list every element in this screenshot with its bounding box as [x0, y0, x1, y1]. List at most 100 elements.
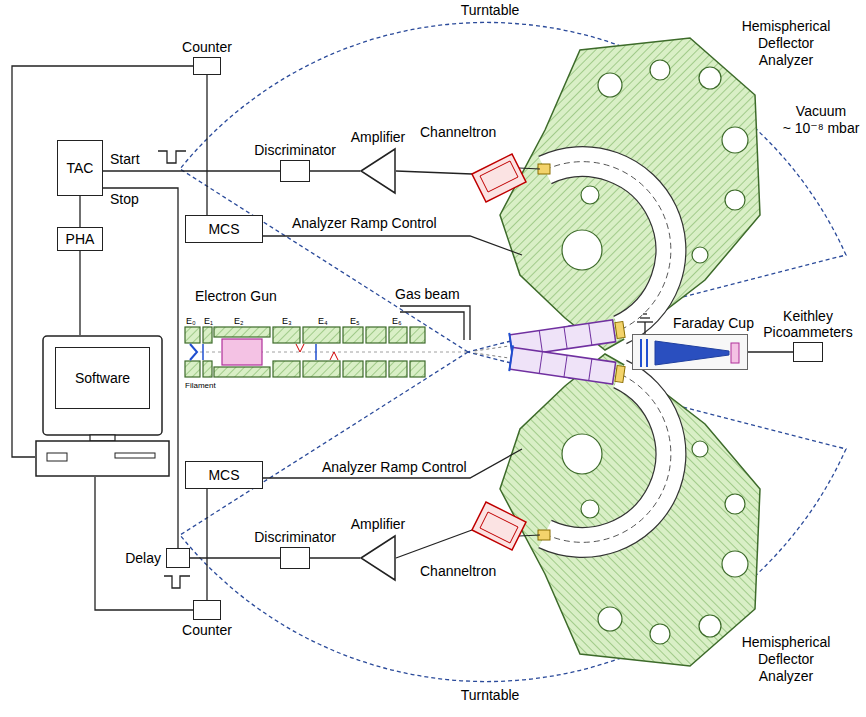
amplifier-triangle: [361, 149, 395, 193]
ramp-control-wire: [263, 236, 522, 255]
pha-box: PHA: [57, 227, 103, 251]
electrode: [185, 361, 200, 377]
signal-wire: [190, 557, 280, 558]
node-label: Software: [75, 370, 130, 386]
signal-wire: [103, 170, 280, 171]
central-path: [545, 162, 671, 330]
hemispherical-analyzer: [470, 38, 760, 364]
electrode: [214, 367, 270, 377]
delay-box: Delay: [166, 548, 190, 568]
mounting-hole: [692, 247, 708, 263]
node-label: PHA: [66, 231, 95, 247]
inner-hemisphere: [551, 177, 655, 317]
electrode: [366, 327, 386, 343]
signal-wire: [396, 171, 472, 174]
cup-cone: [655, 341, 729, 365]
amplifier-symbol: Amplifier: [360, 148, 396, 194]
signal-wire: [310, 557, 360, 558]
node-label: MCS: [208, 221, 239, 237]
mounting-hole: [722, 127, 748, 153]
amplifier-symbol-outline: [360, 148, 396, 194]
faraday-cup-outline: [633, 335, 749, 371]
monitor-stand: [90, 435, 115, 441]
deflector-mark: [296, 344, 338, 360]
entrance-lens: [615, 322, 625, 339]
connector-group: [12, 66, 793, 610]
ramp-control-wire: [263, 449, 522, 478]
ground-symbol: [644, 322, 645, 334]
aperture: [315, 344, 317, 360]
signal-label: Stop: [110, 191, 139, 208]
signal-wire: [79, 251, 80, 335]
turntable-outline: [180, 22, 846, 352]
cup-plate: [640, 339, 642, 367]
computer-screen: Software: [55, 347, 150, 409]
node-label: Counter: [182, 622, 232, 638]
electrode: [273, 327, 300, 343]
monitor-frame: [43, 336, 162, 435]
anode-cylinder: [222, 339, 262, 365]
electrode: [185, 327, 425, 377]
electrode: [366, 361, 386, 377]
electrode: [185, 327, 200, 343]
electrode: [343, 327, 363, 343]
node-label: Amplifier: [351, 129, 405, 145]
pulse-symbol: [158, 151, 186, 163]
pulse-symbol: [164, 576, 190, 588]
channeltron-cone: [480, 512, 518, 543]
counter-box: Counter: [193, 57, 221, 75]
mounting-hole: [650, 60, 670, 80]
electrode: [203, 327, 212, 343]
channeltron-detector: Channeltron: [470, 500, 528, 554]
discriminator-box: Discriminator: [280, 160, 310, 182]
entrance-lens: [589, 323, 592, 345]
electrode-label: E₆: [392, 316, 402, 327]
mounting-hole: [725, 190, 745, 210]
mounting-hole: [562, 230, 602, 270]
electron-gun: [185, 327, 468, 377]
ramp-control-wire: [263, 236, 522, 478]
node-label: TAC: [67, 160, 94, 176]
electrode: [389, 361, 407, 377]
electrode-label: E₃: [282, 316, 292, 327]
node-label: Counter: [182, 39, 232, 55]
amplifier-symbol-outline: [360, 535, 396, 581]
channeltron-cone: [480, 161, 518, 192]
electrode: [203, 361, 212, 377]
electrode-label: E₀: [186, 316, 196, 327]
filament-label: Filament: [185, 381, 216, 391]
signal-wire: [79, 196, 80, 227]
node-label: Delay: [125, 550, 161, 566]
picoammeter-box: Keithley Picoammeters: [793, 342, 823, 362]
computer: Software: [35, 335, 170, 477]
node-label: Discriminator: [254, 529, 336, 545]
power-button: [47, 453, 67, 461]
node-label: Faraday Cup: [673, 315, 754, 331]
electrode: [214, 327, 270, 337]
electrode-label: E₄: [318, 316, 328, 327]
hemisphere-gap: [545, 162, 671, 330]
electrode: [389, 327, 407, 343]
mounting-hole: [598, 73, 622, 97]
aperture: [202, 344, 204, 360]
detector-feed: [519, 168, 540, 169]
signal-label: Analyzer Ramp Control: [292, 215, 437, 232]
node-label: Amplifier: [351, 516, 405, 532]
entrance-lens: [564, 327, 567, 349]
tac-box: TAC: [57, 140, 103, 196]
entrance-lens: [539, 331, 542, 353]
electrode: [273, 361, 300, 377]
node-label: Channeltron: [420, 124, 496, 140]
node-label: MCS: [208, 467, 239, 483]
amplifier-symbol: Amplifier: [360, 535, 396, 581]
signal-wire: [95, 477, 193, 610]
node-label: Keithley Picoammeters: [758, 308, 858, 340]
analyzer-label: Hemispherical Deflector Analyzer: [730, 18, 842, 69]
channeltron-housing: [472, 154, 526, 202]
ground-symbol: [637, 314, 653, 334]
hemispherical-analyzer: [500, 38, 760, 350]
electrode-label: E₅: [350, 316, 360, 327]
channeltron-detector: Channeltron: [470, 150, 528, 204]
electrode: [303, 327, 340, 343]
signal-wire: [206, 75, 207, 215]
